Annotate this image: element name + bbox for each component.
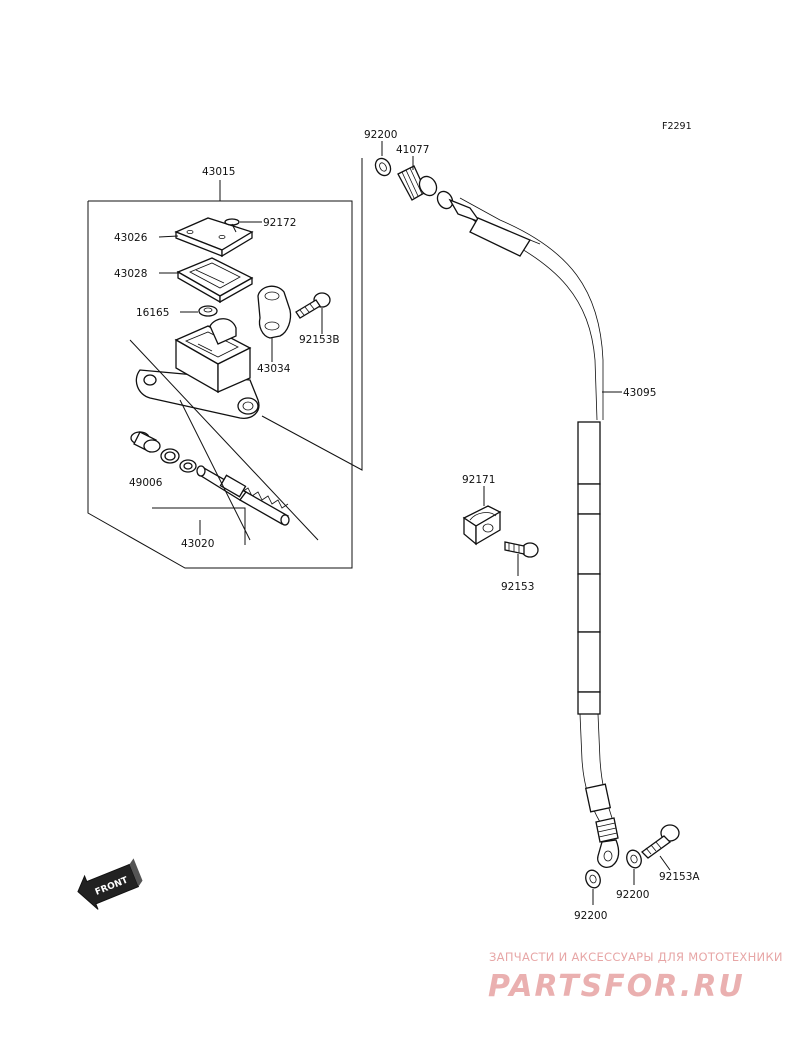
watermark-brand: PARTSFOR.RU bbox=[488, 969, 745, 1004]
master-cylinder-body[interactable] bbox=[135, 318, 260, 419]
hose-clamp-group: 92171 92153 bbox=[462, 474, 539, 593]
label-92153B[interactable]: 92153B bbox=[299, 334, 340, 346]
master-cylinder-group: 43015 43026 92172 43028 bbox=[87, 166, 353, 569]
banjo-bolt-top[interactable] bbox=[397, 165, 456, 211]
label-43020[interactable]: 43020 bbox=[181, 538, 214, 550]
label-43015[interactable]: 43015 bbox=[202, 166, 235, 178]
handlebar-clamp[interactable] bbox=[257, 285, 292, 339]
label-43028[interactable]: 43028 bbox=[114, 268, 147, 280]
label-43034[interactable]: 43034 bbox=[257, 363, 291, 375]
group-frame-43015 bbox=[87, 200, 353, 569]
label-43026[interactable]: 43026 bbox=[114, 232, 148, 244]
watermark-caption: ЗАПЧАСТИ И АКСЕССУАРЫ ДЛЯ МОТОТЕХНИКИ bbox=[489, 950, 783, 964]
reservoir-cap[interactable] bbox=[174, 217, 254, 258]
brake-hose-group: 92200 41077 bbox=[261, 129, 700, 922]
clamp-bolt-92153[interactable] bbox=[504, 541, 539, 558]
dust-boot[interactable] bbox=[130, 431, 161, 453]
figure-code: F2291 bbox=[662, 121, 692, 132]
washer[interactable] bbox=[179, 459, 197, 473]
cap-screw[interactable] bbox=[224, 218, 240, 233]
washer-top[interactable] bbox=[372, 156, 393, 179]
label-49006[interactable]: 49006 bbox=[129, 477, 163, 489]
label-92153[interactable]: 92153 bbox=[501, 581, 534, 593]
snap-ring[interactable] bbox=[160, 448, 180, 464]
washer-bottom-right[interactable] bbox=[624, 848, 643, 870]
piston-assembly[interactable] bbox=[196, 465, 290, 526]
label-43095[interactable]: 43095 bbox=[623, 387, 656, 399]
hose-clamp[interactable] bbox=[462, 505, 502, 546]
label-92153A[interactable]: 92153A bbox=[659, 871, 700, 883]
label-41077[interactable]: 41077 bbox=[396, 144, 429, 156]
label-92172[interactable]: 92172 bbox=[263, 217, 296, 229]
label-92171[interactable]: 92171 bbox=[462, 474, 495, 486]
label-92200-bottom[interactable]: 92200 bbox=[574, 910, 607, 922]
label-92200-top[interactable]: 92200 bbox=[364, 129, 397, 141]
washer-bottom-left[interactable] bbox=[583, 868, 602, 890]
float-gasket[interactable] bbox=[198, 305, 218, 317]
front-arrow-icon: FRONT bbox=[77, 858, 143, 910]
clamp-bolt[interactable] bbox=[295, 292, 331, 319]
banjo-bolt-bottom[interactable] bbox=[641, 824, 680, 859]
label-16165[interactable]: 16165 bbox=[136, 307, 169, 319]
label-92200-mid[interactable]: 92200 bbox=[616, 889, 649, 901]
brake-hose[interactable] bbox=[448, 197, 620, 868]
diaphragm-plate[interactable] bbox=[176, 257, 254, 304]
